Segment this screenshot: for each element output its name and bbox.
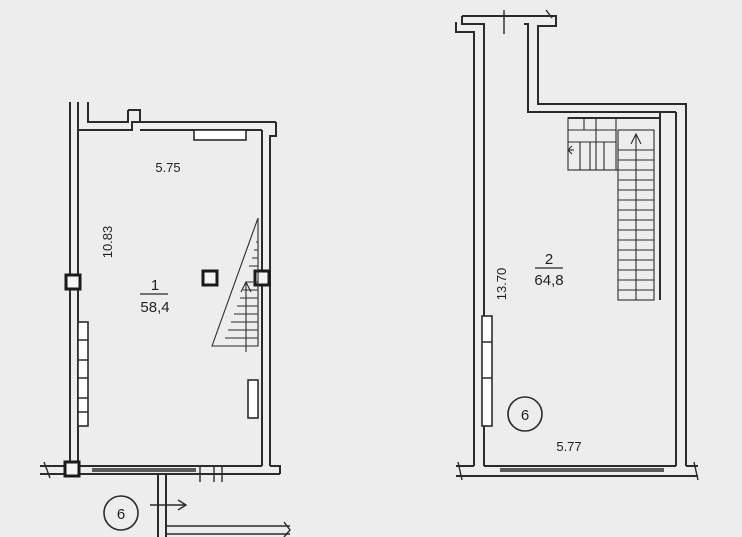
left-unit-width-label: 5.75 <box>155 160 180 175</box>
left-unit-walls <box>40 102 281 482</box>
left-unit-entrance-marker-label: 6 <box>117 506 125 523</box>
left-unit-entrance-marker <box>103 495 139 531</box>
right-unit-width-label: 5.77 <box>556 439 581 454</box>
right-unit: 6 5.77 13.70 2 64,8 <box>455 9 699 481</box>
left-unit-column <box>253 269 271 287</box>
right-unit-left-windows <box>481 315 493 427</box>
left-unit-room-area: 58,4 <box>140 299 169 316</box>
right-unit-room-number: 2 <box>545 251 553 268</box>
left-unit-staircase <box>211 217 259 352</box>
left-unit-column <box>201 269 219 287</box>
left-unit: 6 5.75 10.83 1 58,4 <box>40 102 291 537</box>
left-unit-niche <box>193 129 247 141</box>
right-unit-entrance-marker-label: 6 <box>521 407 529 424</box>
left-unit-column <box>64 273 82 291</box>
left-unit-room-number: 1 <box>151 277 159 294</box>
right-unit-walls <box>455 9 699 481</box>
left-unit-entrance: 6 <box>103 474 291 537</box>
right-unit-staircase <box>567 117 655 301</box>
left-unit-length-label: 10.83 <box>100 226 115 259</box>
right-unit-length-label: 13.70 <box>494 268 509 301</box>
left-unit-left-windows <box>77 321 89 427</box>
right-unit-room-area: 64,8 <box>534 272 563 289</box>
left-unit-right-window <box>247 379 259 419</box>
left-unit-column <box>63 460 81 478</box>
right-unit-entrance-marker <box>507 396 543 432</box>
